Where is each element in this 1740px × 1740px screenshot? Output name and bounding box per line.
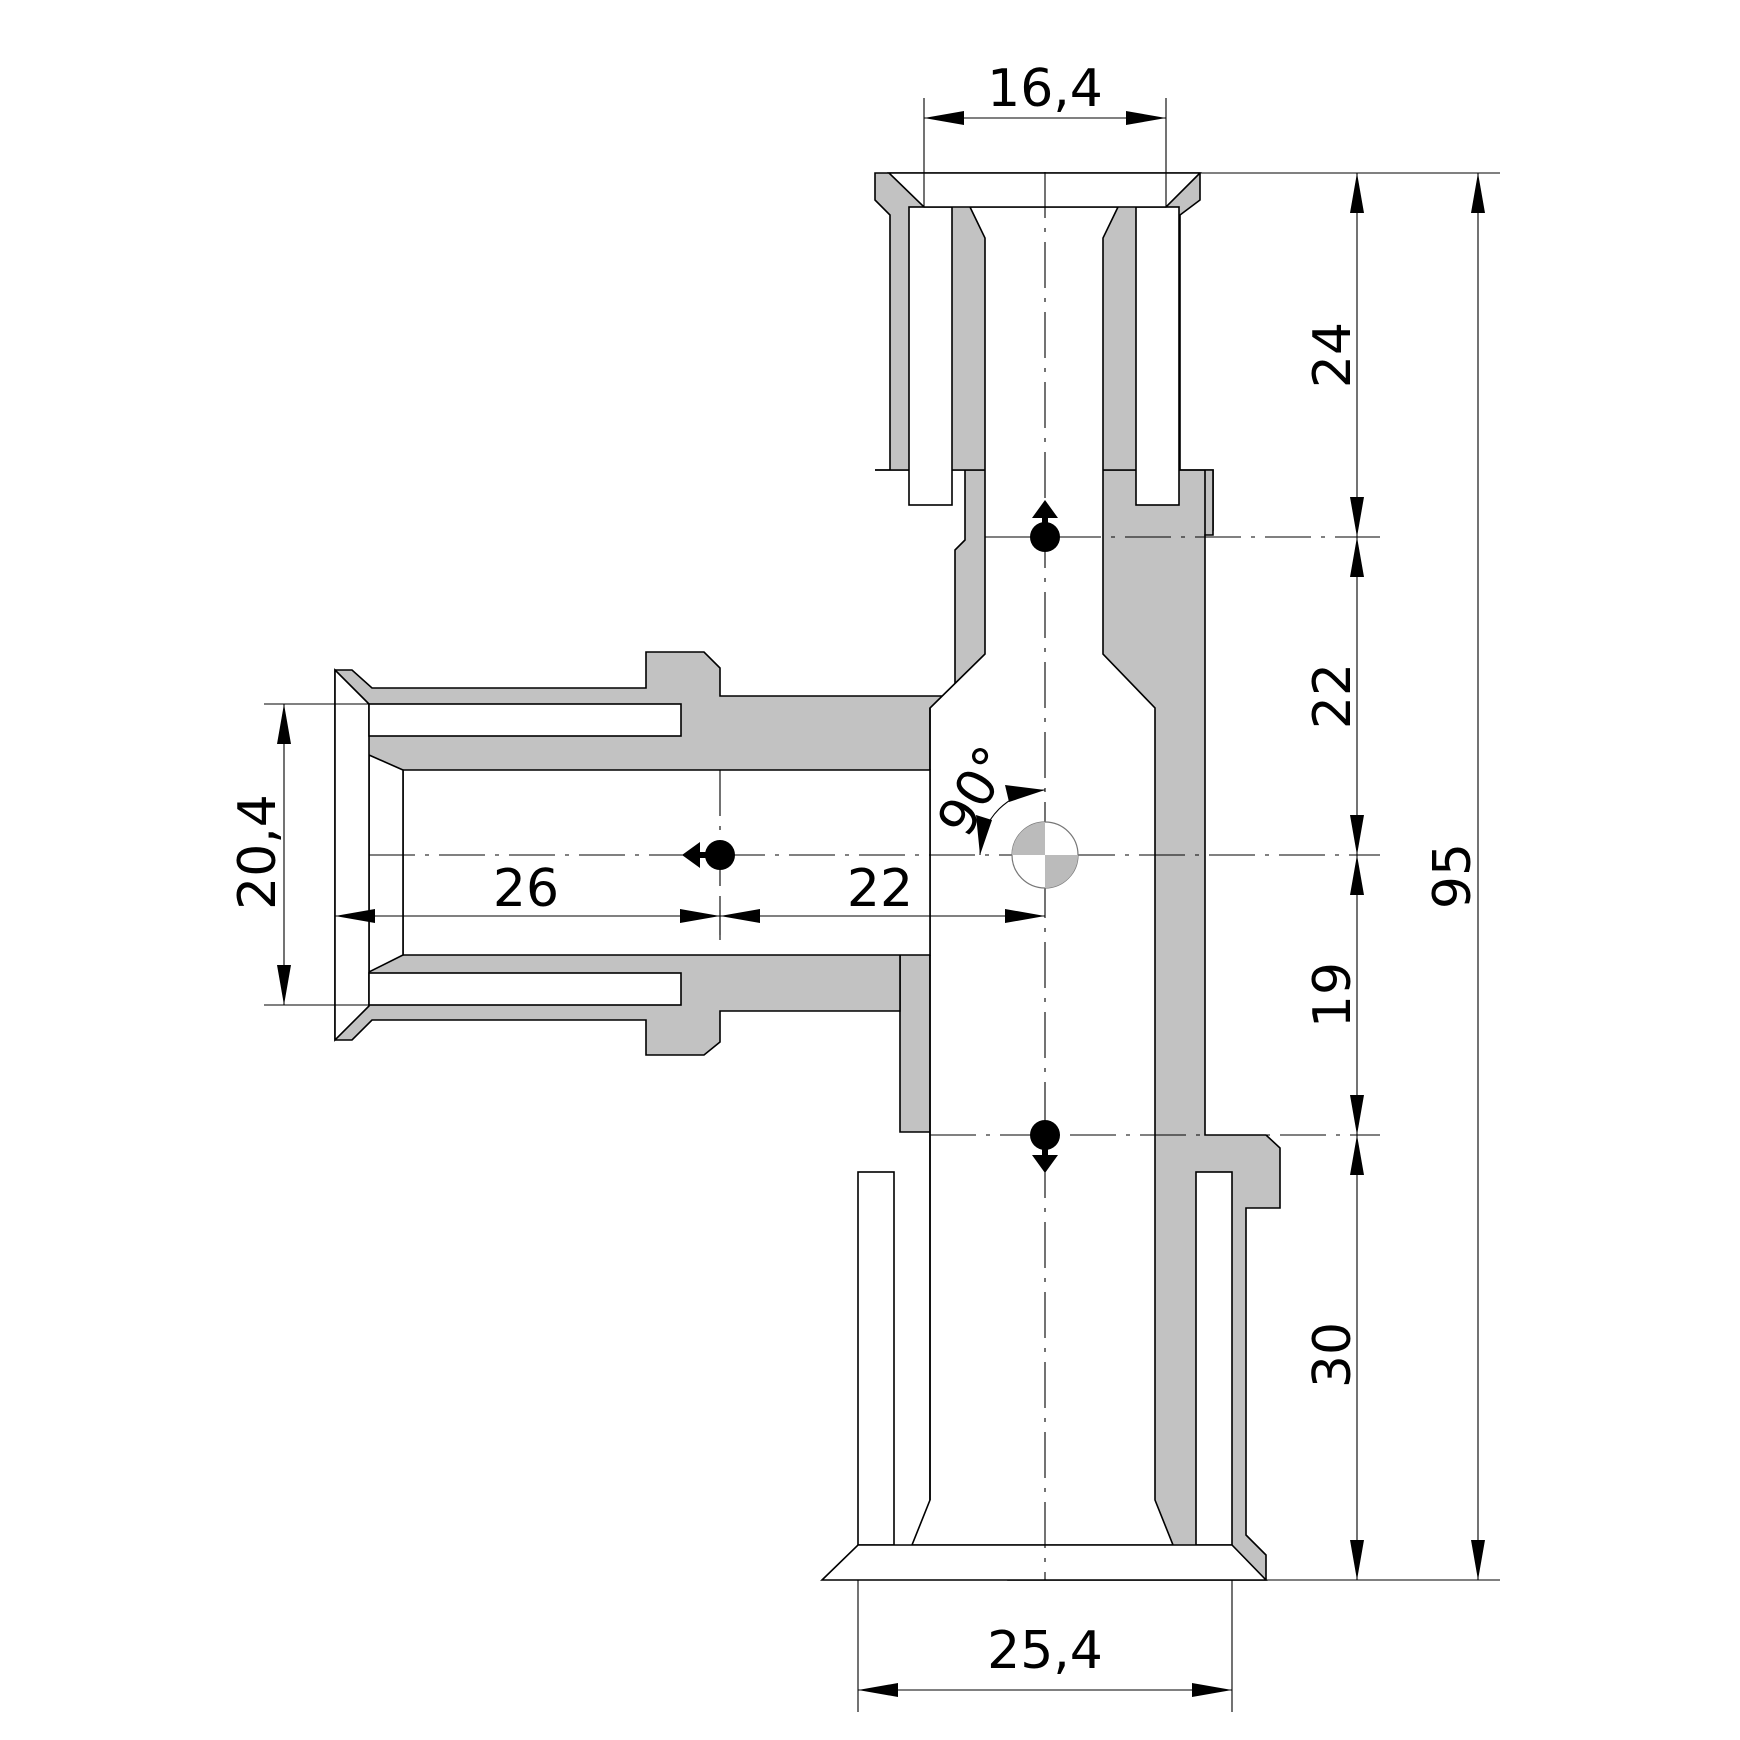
marker-bottom (1030, 1120, 1060, 1173)
bottom-socket-face (820, 1544, 1268, 1581)
dim-overall-height: 95 (1423, 843, 1483, 909)
centre-mark (1011, 821, 1079, 889)
dim-top-diameter: 16,4 (987, 59, 1103, 119)
marker-left (682, 840, 735, 870)
dim-side-length-inner: 22 (847, 859, 913, 919)
fitting-body (334, 172, 1281, 1581)
dim-side-length-outer: 26 (493, 859, 559, 919)
bottom-slot-right (1195, 1171, 1233, 1546)
top-slot-left (908, 206, 953, 506)
top-slot-right (1135, 206, 1180, 506)
side-slot-top (368, 703, 682, 737)
flow-markers (682, 500, 1060, 1173)
dim-vertical-lower-middle: 19 (1303, 962, 1363, 1028)
marker-top (1030, 500, 1060, 552)
dim-vertical-bottom: 30 (1303, 1322, 1363, 1388)
dim-vertical-upper-middle: 22 (1303, 663, 1363, 729)
dim-bottom-diameter: 25,4 (987, 1621, 1103, 1681)
side-socket-face (334, 668, 370, 1042)
side-slot-bottom (368, 972, 682, 1006)
dim-vertical-top: 24 (1303, 322, 1363, 388)
dim-side-diameter: 20,4 (228, 794, 288, 910)
side-bore-mouth (368, 753, 404, 974)
bottom-slot-left (857, 1171, 895, 1546)
